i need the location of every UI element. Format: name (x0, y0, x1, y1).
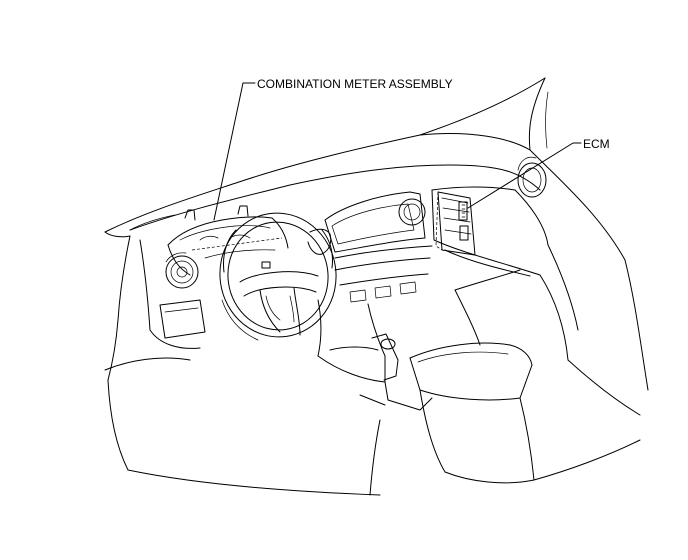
callout-leaders (213, 82, 582, 221)
a-pillar (419, 77, 649, 391)
right-door (547, 244, 641, 416)
lower-left-panel (159, 299, 206, 339)
passenger-dash (431, 186, 569, 361)
ecm-label: ECM (583, 137, 610, 151)
left-air-vent (165, 252, 199, 289)
left-dash-panel (104, 235, 201, 471)
ecm (435, 191, 476, 256)
steering-wheel (219, 212, 337, 341)
center-display (307, 191, 426, 255)
center-controls (334, 245, 433, 303)
center-right-air-vent (398, 198, 426, 226)
combination-meter-assembly (167, 205, 289, 276)
center-console (317, 299, 433, 411)
console-box (409, 342, 535, 484)
floor (127, 419, 641, 496)
dashboard-top (104, 133, 541, 238)
combination-meter-label: COMBINATION METER ASSEMBLY (257, 77, 453, 91)
